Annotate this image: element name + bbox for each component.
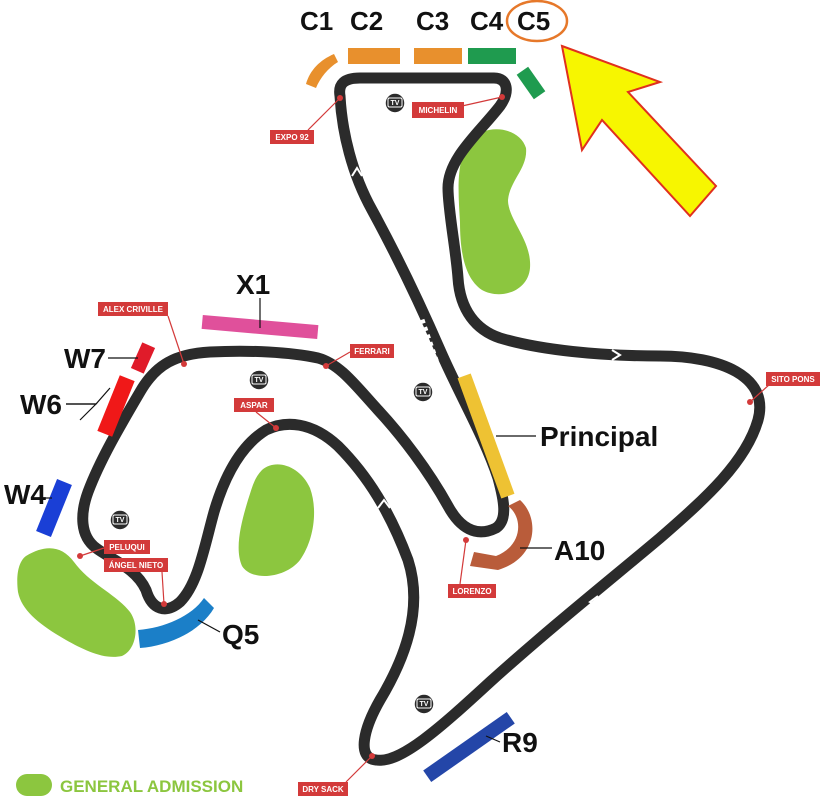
label-w4: W4 (4, 479, 46, 510)
svg-text:FERRARI: FERRARI (354, 347, 390, 356)
tv-markers: TV TV TV TV TV (109, 92, 435, 715)
highlight-circle (505, 0, 569, 43)
direction-chevron-icon (377, 498, 391, 509)
svg-text:ÁNGEL NIETO: ÁNGEL NIETO (109, 561, 163, 570)
yellow-arrow-icon (560, 44, 718, 218)
label-x1: X1 (236, 269, 270, 300)
corner-alex-criville[interactable]: ALEX CRIVILLE (98, 302, 187, 367)
ga-area-southwest[interactable] (17, 548, 136, 657)
ga-area-center[interactable] (238, 464, 315, 577)
tv-icon: TV (384, 92, 406, 114)
legend: GENERAL ADMISSION (16, 774, 243, 796)
svg-text:ALEX CRIVILLE: ALEX CRIVILLE (103, 305, 164, 314)
stand-c3[interactable] (414, 48, 462, 64)
direction-chevron-icon (611, 349, 622, 361)
stand-leader-lines (38, 298, 552, 743)
direction-chevron-icon (119, 446, 133, 457)
svg-text:TV: TV (420, 701, 429, 708)
label-c5: C5 (517, 6, 550, 36)
label-c3: C3 (416, 6, 449, 36)
tv-icon: TV (248, 369, 270, 391)
corner-dry-sack[interactable]: DRY SACK (298, 753, 375, 796)
corner-michelin[interactable]: MICHELIN (412, 94, 505, 118)
svg-text:LORENZO: LORENZO (452, 587, 491, 596)
label-c4: C4 (470, 6, 504, 36)
svg-text:SITO PONS: SITO PONS (771, 375, 815, 384)
direction-chevron-icon (351, 166, 363, 177)
svg-text:TV: TV (116, 517, 125, 524)
stand-c1[interactable] (306, 54, 338, 88)
label-a10: A10 (554, 535, 605, 566)
stand-labels: C1 C2 C3 C4 C5 X1 W7 W6 W4 Principal A10… (4, 6, 658, 758)
label-w7: W7 (64, 343, 106, 374)
corner-ferrari[interactable]: FERRARI (323, 344, 394, 369)
svg-text:ASPAR: ASPAR (240, 401, 268, 410)
label-w6: W6 (20, 389, 62, 420)
corner-tags: EXPO 92 MICHELIN ALEX CRIVILLE FERRARI A… (77, 94, 820, 796)
stand-c2[interactable] (348, 48, 400, 64)
svg-text:MICHELIN: MICHELIN (419, 106, 458, 115)
ga-area-north[interactable] (458, 129, 531, 295)
direction-arrows (119, 166, 622, 607)
tv-icon: TV (109, 509, 131, 531)
svg-text:TV: TV (255, 377, 264, 384)
label-c2: C2 (350, 6, 383, 36)
stand-r9[interactable] (423, 712, 515, 782)
stand-q5[interactable] (138, 598, 214, 648)
direction-chevron-icon (588, 595, 599, 607)
svg-text:PELUQUI: PELUQUI (109, 543, 145, 552)
stand-a10[interactable] (470, 500, 533, 570)
corner-sito-pons[interactable]: SITO PONS (747, 372, 820, 405)
corner-peluqui[interactable]: PELUQUI (77, 540, 150, 559)
label-r9: R9 (502, 727, 538, 758)
stand-principal[interactable] (457, 373, 515, 499)
corner-expo92[interactable]: EXPO 92 (270, 95, 343, 144)
legend-swatch (16, 774, 52, 796)
tv-icon: TV (413, 693, 435, 715)
corner-aspar[interactable]: ASPAR (234, 398, 279, 431)
corner-lorenzo[interactable]: LORENZO (448, 537, 496, 598)
stand-w7[interactable] (130, 342, 156, 374)
svg-text:EXPO 92: EXPO 92 (275, 133, 309, 142)
svg-text:DRY SACK: DRY SACK (302, 785, 344, 794)
label-principal: Principal (540, 421, 658, 452)
label-c1: C1 (300, 6, 333, 36)
stand-c4[interactable] (468, 48, 516, 64)
stand-c5[interactable] (516, 66, 546, 100)
label-q5: Q5 (222, 619, 259, 650)
svg-text:TV: TV (419, 389, 428, 396)
stand-w6[interactable] (97, 375, 135, 437)
general-admission-areas (17, 129, 531, 657)
legend-label: GENERAL ADMISSION (60, 777, 243, 796)
stand-w4[interactable] (36, 479, 72, 537)
corner-angel-nieto[interactable]: ÁNGEL NIETO (104, 558, 168, 607)
tv-icon: TV (412, 381, 434, 403)
start-finish-line (417, 318, 448, 388)
svg-text:TV: TV (391, 100, 400, 107)
